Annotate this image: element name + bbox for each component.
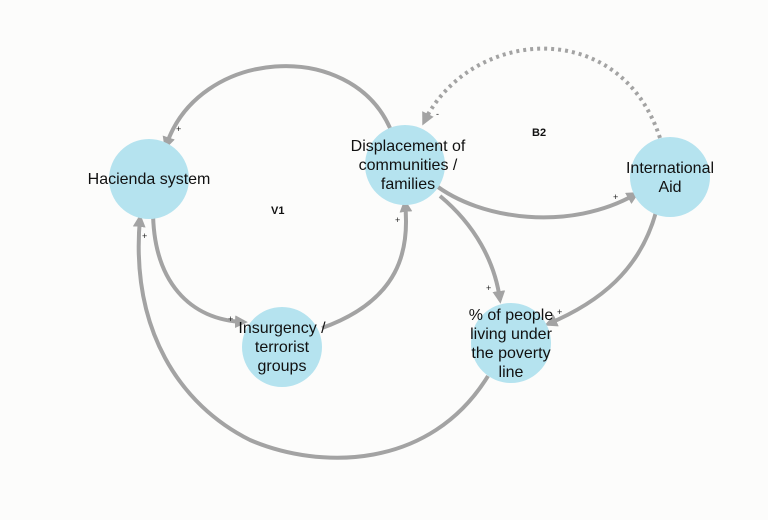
label-poverty: % of people living under the poverty lin… <box>468 307 554 381</box>
edge-aid-to-displacement <box>422 46 662 139</box>
sign-insurgency-to-displacement: + <box>395 215 401 225</box>
node-hacienda-system <box>109 139 189 219</box>
loop-label-v1: V1 <box>271 205 285 217</box>
loop-label-b2: B2 <box>532 127 547 139</box>
edge-insurgency-to-displacement <box>321 199 413 330</box>
sign-displacement-to-poverty: + <box>486 283 492 293</box>
node-insurgency <box>242 307 322 387</box>
label-displacement: Displacement of communities / families <box>350 138 466 193</box>
sign-displacement-to-hacienda: + <box>176 124 182 134</box>
sign-aid-to-displacement: - <box>436 109 439 119</box>
node-international-aid <box>630 137 710 217</box>
sign-displacement-to-aid: + <box>613 192 619 202</box>
node-poverty <box>471 303 551 383</box>
edge-displacement-to-hacienda <box>162 64 392 150</box>
edge-hacienda-to-insurgency <box>151 209 248 329</box>
edge-poverty-to-hacienda <box>132 214 490 460</box>
edge-displacement-to-poverty <box>438 194 506 304</box>
sign-poverty-to-hacienda: + <box>142 231 148 241</box>
edge-aid-to-poverty <box>544 211 658 327</box>
sign-aid-to-poverty: + <box>557 307 563 317</box>
label-hacienda-system: Hacienda system <box>87 171 211 188</box>
sign-hacienda-to-insurgency: + <box>228 314 234 324</box>
label-international-aid: International Aid <box>625 160 715 196</box>
node-displacement <box>365 125 445 205</box>
label-insurgency: Insurgency / terrorist groups <box>238 320 326 375</box>
edge-displacement-to-aid <box>432 182 640 220</box>
